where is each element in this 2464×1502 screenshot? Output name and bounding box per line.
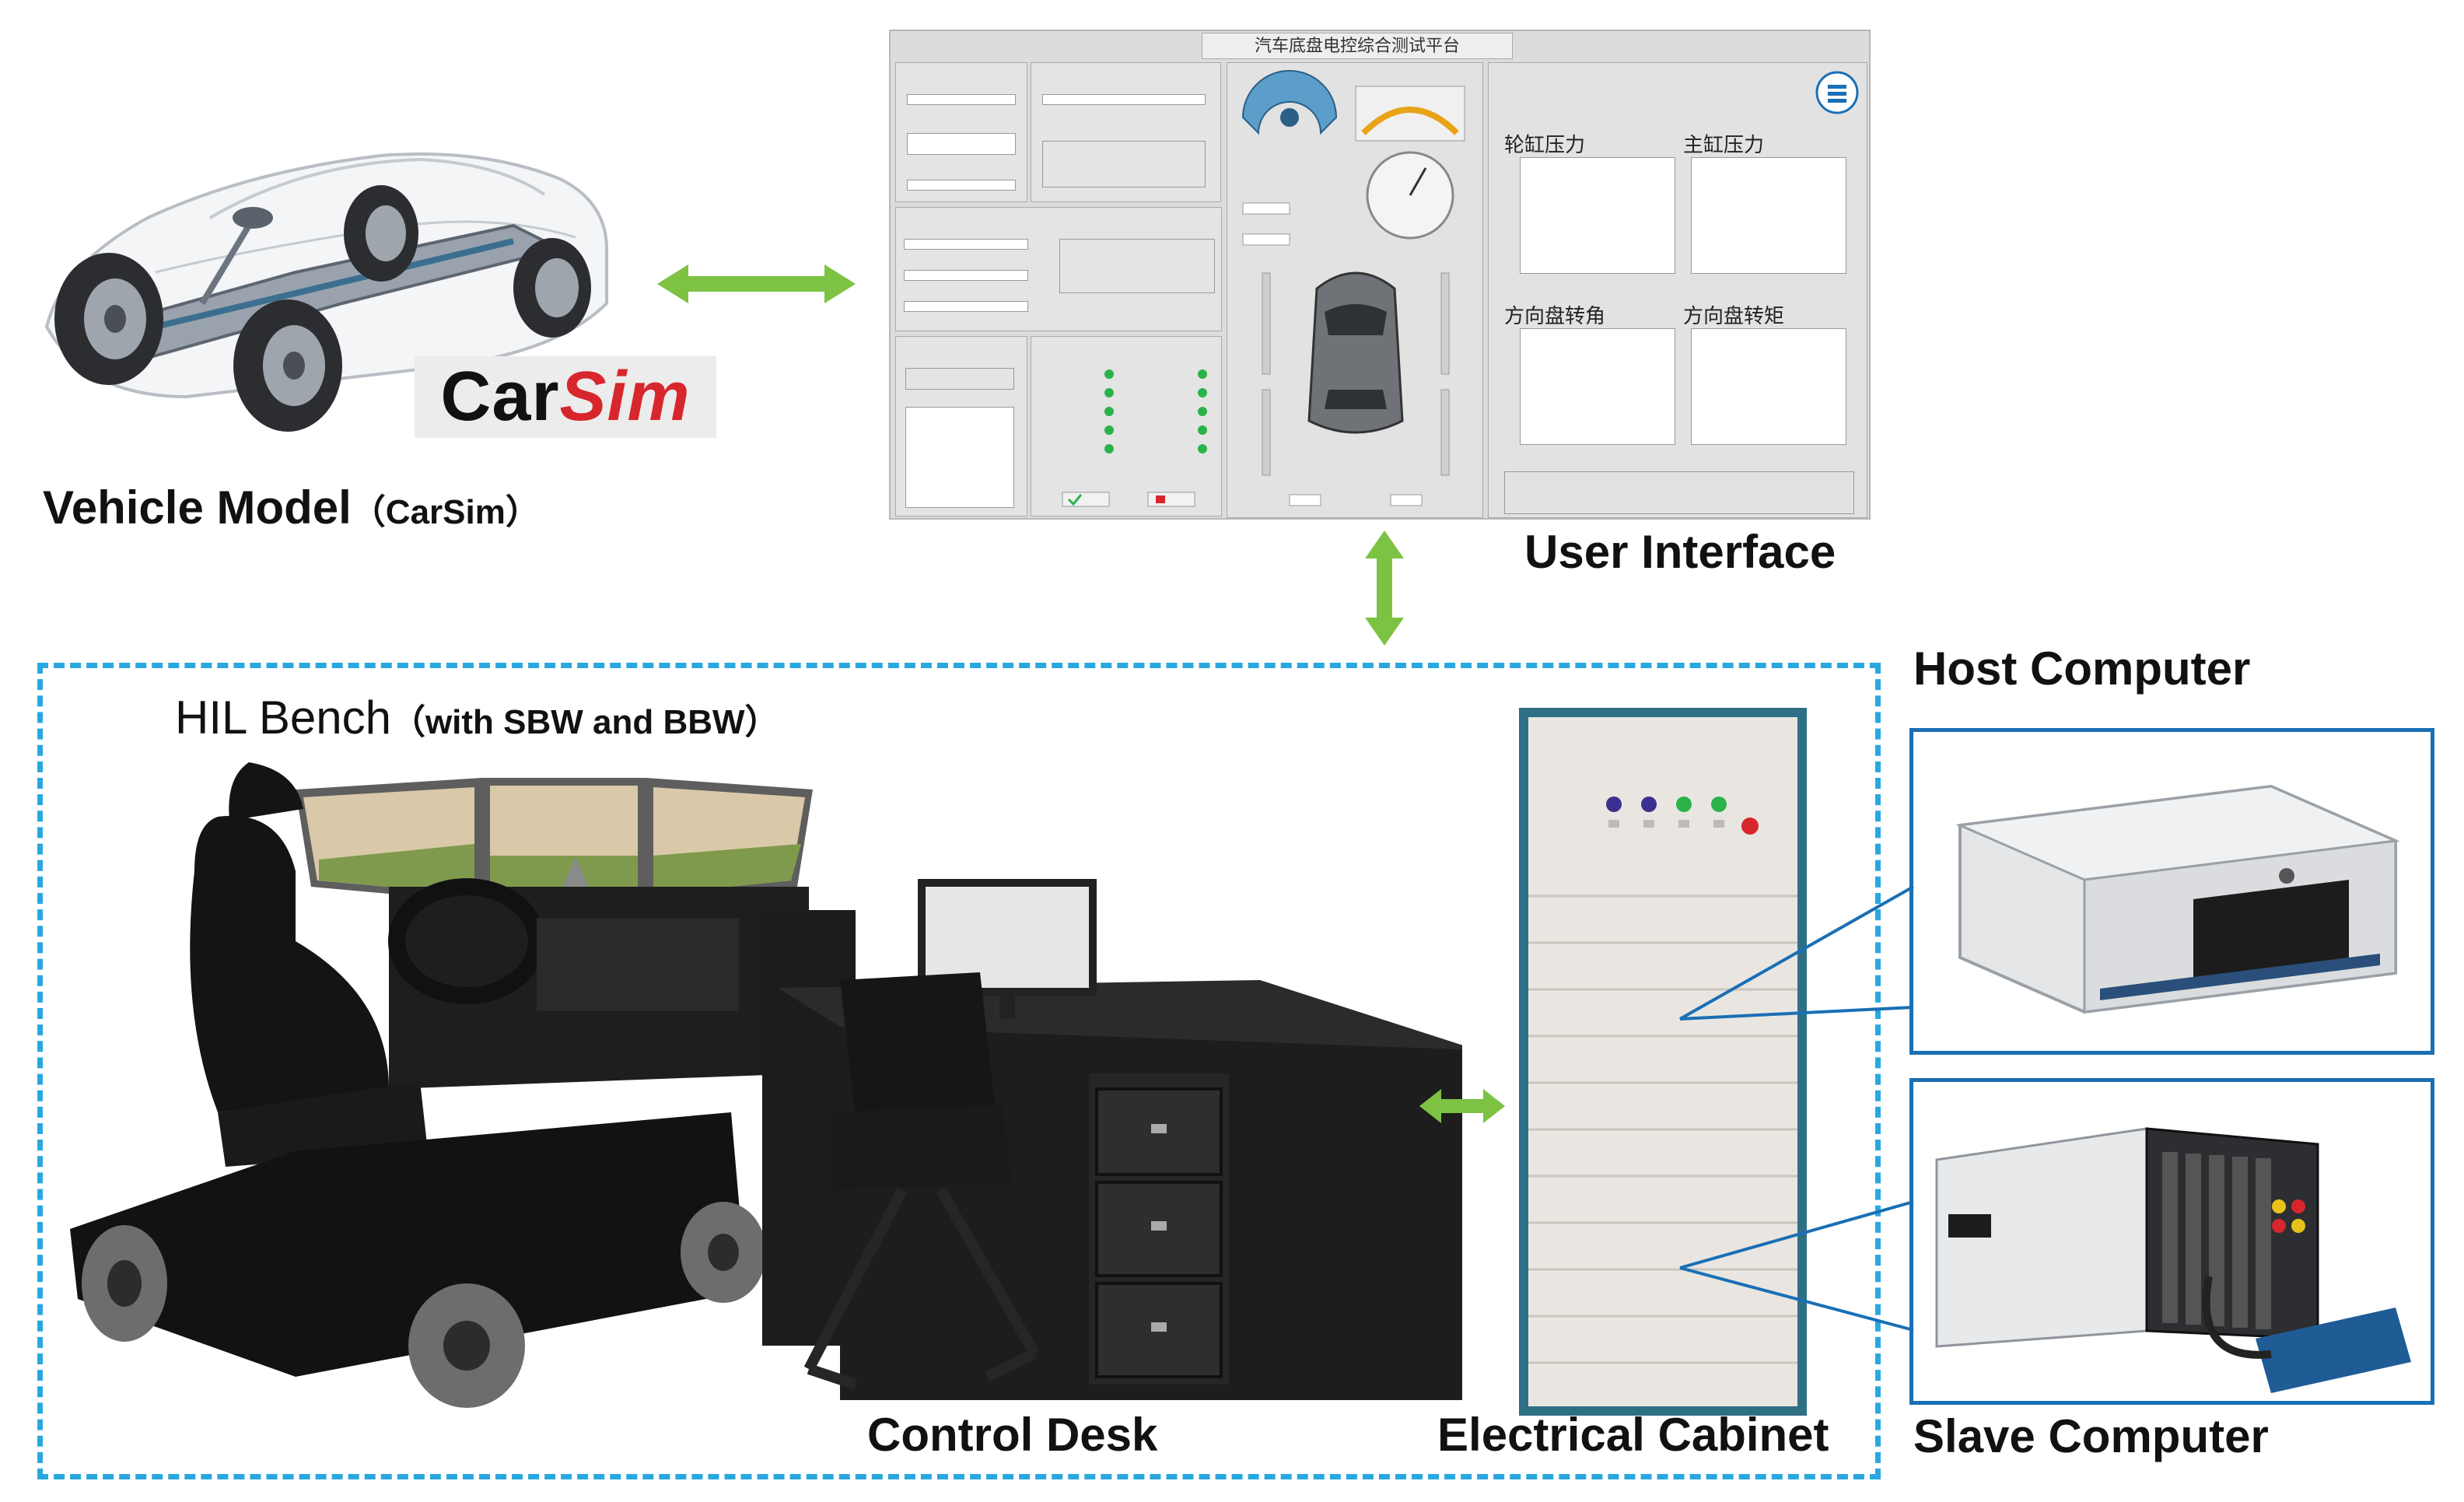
desk-monitor-icon (918, 879, 1097, 1019)
ui-left-panel-2 (1031, 62, 1221, 202)
ui-left-panel (895, 62, 1027, 202)
callout-lines-icon (1679, 885, 1914, 1332)
user-interface-screenshot: 汽车底盘电控综合测试平台 (889, 30, 1871, 520)
ui-chart-4-title: 方向盘转矩 (1683, 305, 1785, 328)
carsim-logo-sim: Sim (559, 358, 691, 436)
ui-center-panel (1227, 62, 1483, 518)
arrow-ui-hil-icon (1365, 530, 1404, 646)
slave-computer-label: Slave Computer (1913, 1410, 2269, 1462)
host-computer-label: Host Computer (1913, 642, 2251, 695)
ui-chart-2-title: 主缸压力 (1683, 134, 1765, 157)
ui-chart-1-title: 轮缸压力 (1504, 134, 1586, 157)
ui-right-panel: 轮缸压力 主缸压力 方向盘转角 方向盘转矩 (1488, 62, 1867, 518)
vehicle-model-subtitle: （CarSim） (351, 493, 540, 531)
ui-chart-1: 轮缸压力 (1504, 129, 1675, 285)
vehicle-model-label: Vehicle Model（CarSim） (43, 481, 540, 534)
hil-bench-box (37, 663, 1881, 1479)
hil-bench-rig-image (62, 747, 1462, 1408)
ui-log-panel (895, 336, 1027, 516)
ui-config-panel (895, 207, 1222, 331)
arrow-desk-cabinet-icon (1419, 1089, 1505, 1123)
hil-bench-title: HIL Bench (175, 691, 391, 744)
office-chair-icon (803, 972, 1040, 1390)
vehicle-model-title: Vehicle Model (43, 481, 352, 534)
ui-chart-3: 方向盘转角 (1504, 300, 1675, 456)
rear-left-wheel-icon (344, 185, 418, 282)
vehicle-model-image (16, 70, 622, 443)
electrical-cabinet-image (1519, 708, 1807, 1416)
ui-logo-icon (1815, 71, 1859, 114)
ui-chart-3-title: 方向盘转角 (1504, 305, 1606, 328)
host-computer-icon (1955, 784, 2400, 1014)
user-interface-label: User Interface (1524, 526, 1836, 578)
ui-status-panel (1031, 336, 1222, 516)
ui-chart-4: 方向盘转矩 (1683, 300, 1854, 456)
brake-disc-icon (82, 1202, 766, 1408)
ui-car-topview-icon (1307, 271, 1404, 434)
cabinet-indicator-lights-icon (1606, 797, 1759, 835)
carsim-logo-car: Car (440, 358, 560, 436)
host-computer-box (1909, 728, 2434, 1055)
simulator-screens-icon (296, 778, 813, 902)
ui-chart-2: 主缸压力 (1683, 129, 1854, 285)
control-desk-label: Control Desk (867, 1409, 1158, 1461)
slave-computer-icon (1935, 1127, 2411, 1393)
hil-bench-label: HIL Bench（with SBW and BBW） (175, 691, 779, 744)
electrical-cabinet-label: Electrical Cabinet (1437, 1409, 1829, 1461)
ui-title-bar: 汽车底盘电控综合测试平台 (1202, 33, 1513, 59)
slave-computer-box (1909, 1078, 2434, 1405)
ui-bottom-controls (1504, 471, 1854, 514)
arrow-vehicle-ui-icon (657, 264, 856, 303)
front-left-wheel-icon (54, 253, 163, 385)
rear-right-wheel-icon (513, 238, 591, 338)
front-right-wheel-icon (233, 299, 342, 432)
hil-bench-subtitle: （with SBW and BBW） (390, 703, 779, 741)
